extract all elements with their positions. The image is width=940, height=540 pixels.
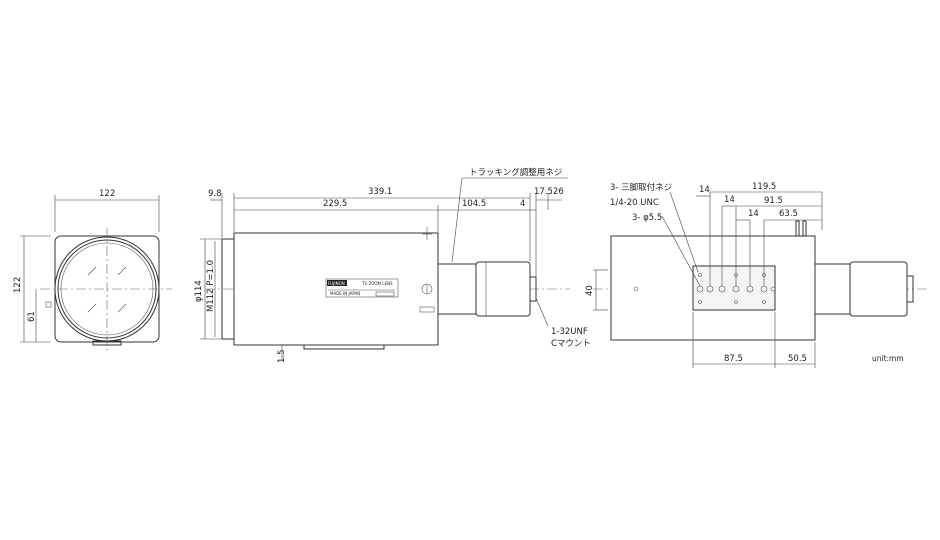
dim-ring: 4 bbox=[520, 199, 525, 209]
dim-87-5: 87.5 bbox=[724, 354, 743, 364]
tracking-screw-note: トラッキング調整用ネジ bbox=[469, 167, 562, 178]
dim-front-height: 122 bbox=[13, 277, 23, 293]
dim-flange-back: 17.526 bbox=[534, 187, 564, 197]
mount-thread-note: 1-32UNF bbox=[551, 327, 588, 337]
dim-63-5: 63.5 bbox=[779, 209, 798, 219]
unit-label: unit:mm bbox=[872, 354, 904, 363]
front-view: 122 122 61 bbox=[13, 189, 172, 352]
side-zoom-ring bbox=[475, 261, 531, 317]
label-model: TV ZOOM LENS bbox=[361, 281, 393, 286]
tripod-screw-spec: 1/4-20 UNC bbox=[610, 198, 659, 208]
dim-14c: 14 bbox=[748, 209, 759, 219]
dim-step: 1.5 bbox=[277, 349, 287, 363]
hole-note: 3- φ5.5 bbox=[632, 213, 662, 223]
side-main-body bbox=[233, 232, 439, 346]
dim-thread: M112 P=1.0 bbox=[206, 260, 216, 312]
dim-14b: 14 bbox=[724, 195, 735, 205]
dim-overall: 339.1 bbox=[368, 187, 392, 197]
dim-119-5: 119.5 bbox=[752, 182, 776, 192]
dim-front: 104.5 bbox=[462, 199, 486, 209]
label-brand: FUJINON bbox=[328, 281, 345, 286]
tripod-screw-note: 3- 三脚取付ネジ bbox=[610, 182, 672, 193]
dim-50-5: 50.5 bbox=[788, 354, 807, 364]
dim-body: 229.5 bbox=[323, 199, 347, 209]
dim-diameter: φ114 bbox=[194, 280, 204, 302]
bottom-view: 14 119.5 14 91.5 14 63.5 3- 三脚取付ネジ 1/4-2… bbox=[585, 182, 930, 368]
dim-height-40: 40 bbox=[585, 285, 595, 296]
dim-front-offset: 61 bbox=[27, 311, 37, 322]
label-line2: MADE IN JAPAN bbox=[330, 291, 360, 296]
dim-flange: 9.8 bbox=[208, 189, 222, 199]
side-front-barrel bbox=[437, 263, 477, 315]
mount-name: Cマウント bbox=[551, 339, 591, 349]
dim-front-width: 122 bbox=[99, 189, 115, 199]
tripod-plate bbox=[692, 265, 776, 311]
bottom-front-barrel bbox=[814, 263, 851, 315]
side-c-mount bbox=[529, 276, 537, 302]
dim-91-5: 91.5 bbox=[764, 196, 783, 206]
dim-14a: 14 bbox=[699, 185, 710, 195]
side-view: FUJINON TV ZOOM LENS MADE IN JAPAN 9.8 3… bbox=[194, 167, 591, 363]
label-plate: FUJINON TV ZOOM LENS MADE IN JAPAN bbox=[325, 278, 399, 298]
bottom-zoom-ring bbox=[849, 261, 908, 317]
